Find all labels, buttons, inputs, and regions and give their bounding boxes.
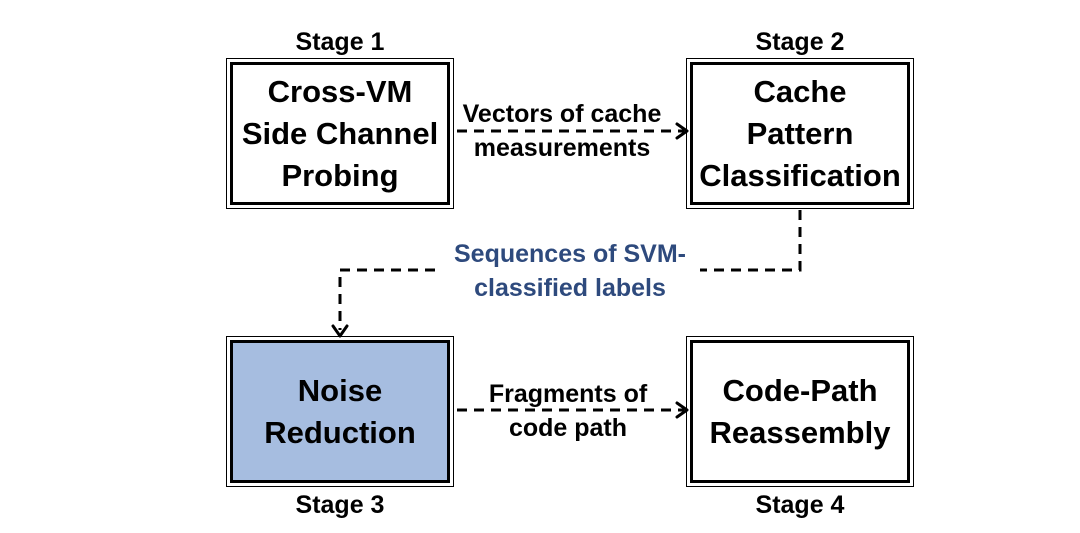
stage-1-box: Cross-VM Side Channel Probing — [226, 58, 454, 209]
edge-3-to-4-arrowhead — [675, 401, 689, 419]
stage-2-label: Stage 2 — [755, 28, 845, 56]
edge-1-to-2-arrowhead — [675, 122, 689, 140]
stage-1-text-line: Side Channel — [241, 115, 439, 151]
edge-1-to-2-label-line: measurements — [473, 134, 651, 162]
stage-1-text-line: Cross-VM — [267, 73, 413, 109]
stage-1-label: Stage 1 — [295, 28, 385, 56]
stage-3-box: Noise Reduction — [226, 336, 454, 487]
stage-3-text-line: Noise — [297, 372, 383, 408]
edge-3-to-4-label: Fragments of code path — [458, 377, 678, 445]
edge-2-to-3-label-line: classified labels — [474, 274, 666, 302]
stage-1-text-line: Probing — [281, 157, 399, 193]
edge-1-to-2-label-line: Vectors of cache — [462, 100, 662, 128]
stage-3-label: Stage 3 — [295, 491, 385, 519]
stage-4-text-line: Code-Path — [722, 372, 878, 408]
edge-2-to-3-label-line: Sequences of SVM- — [454, 240, 686, 268]
stage-4-label: Stage 4 — [755, 491, 845, 519]
edge-3-to-4-label-line: Fragments of — [488, 380, 648, 408]
edge-2-to-3-label: Sequences of SVM- classified labels — [440, 237, 700, 305]
stage-2-text-line: Classification — [699, 157, 901, 193]
edge-3-to-4-label-line: code path — [508, 414, 628, 442]
stage-4-text-line: Reassembly — [709, 414, 891, 450]
edge-2-to-3-arrowhead — [331, 324, 349, 338]
stage-2-box: Cache Pattern Classification — [686, 58, 914, 209]
edge-1-to-2-label: Vectors of cache measurements — [452, 97, 672, 165]
stage-3-text-line: Reduction — [264, 414, 416, 450]
stage-2-text-line: Pattern — [746, 115, 854, 151]
stage-2-text-line: Cache — [753, 73, 847, 109]
stage-4-box: Code-Path Reassembly — [686, 336, 914, 487]
